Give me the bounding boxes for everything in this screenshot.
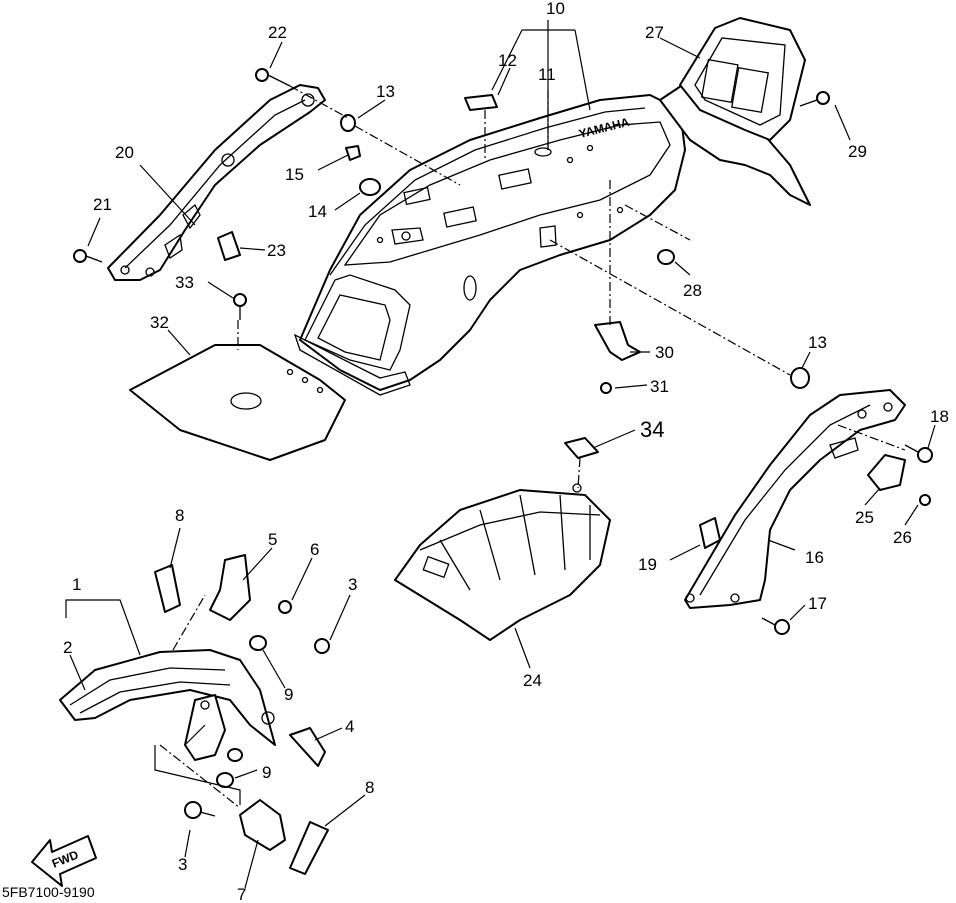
callout-27: 27: [645, 23, 664, 42]
callout-13-top: 13: [376, 82, 395, 101]
callout-2: 2: [63, 638, 72, 657]
callout-9-top: 9: [284, 685, 293, 704]
callout-16: 16: [805, 548, 824, 567]
callout-12: 12: [498, 51, 517, 70]
callout-10: 10: [546, 0, 565, 18]
callout-3-lower: 3: [178, 855, 187, 874]
callout-23: 23: [267, 241, 286, 260]
front-fender: [59, 649, 276, 761]
callout-4: 4: [345, 717, 354, 736]
callout-8-top: 8: [175, 506, 184, 525]
callout-7: 7: [237, 885, 246, 903]
callout-30: 30: [655, 343, 674, 362]
callout-9-lower: 9: [262, 763, 271, 782]
callout-25: 25: [855, 508, 874, 527]
callout-34: 34: [640, 417, 664, 442]
callout-31: 31: [650, 377, 669, 396]
tail-light-bracket: [659, 17, 811, 206]
callout-11: 11: [538, 65, 556, 84]
seat-plate: [129, 344, 346, 461]
callouts: 10 12 11 27 22 13 15 14 20 21 23 33 32 2…: [63, 0, 949, 903]
small-parts: [73, 68, 933, 875]
callout-22: 22: [268, 23, 287, 42]
diagram-code: 5FB7100-9190: [2, 884, 95, 900]
callout-19: 19: [638, 555, 657, 574]
callout-28: 28: [683, 281, 702, 300]
callout-21: 21: [93, 195, 112, 214]
callout-33: 33: [175, 273, 194, 292]
left-grab-bar: [107, 84, 326, 281]
callout-3-top: 3: [348, 575, 357, 594]
callout-6: 6: [310, 540, 319, 559]
callout-1: 1: [72, 575, 81, 594]
callout-13-right: 13: [808, 333, 827, 352]
callout-29: 29: [848, 142, 867, 161]
callout-32: 32: [150, 313, 169, 332]
right-grab-bar: [684, 389, 906, 609]
callout-26: 26: [893, 528, 912, 547]
callout-15: 15: [285, 165, 304, 184]
callout-5: 5: [268, 530, 277, 549]
inner-fender: [394, 483, 611, 641]
rear-fender: YAMAHA: [293, 94, 686, 396]
fwd-arrow: FWD: [31, 835, 97, 887]
callout-24: 24: [523, 671, 542, 690]
leader-lines: [65, 20, 936, 889]
callout-18: 18: [930, 407, 949, 426]
callout-20: 20: [115, 143, 134, 162]
callout-17: 17: [808, 594, 827, 613]
callout-8-lower: 8: [365, 778, 374, 797]
callout-14: 14: [308, 202, 327, 221]
